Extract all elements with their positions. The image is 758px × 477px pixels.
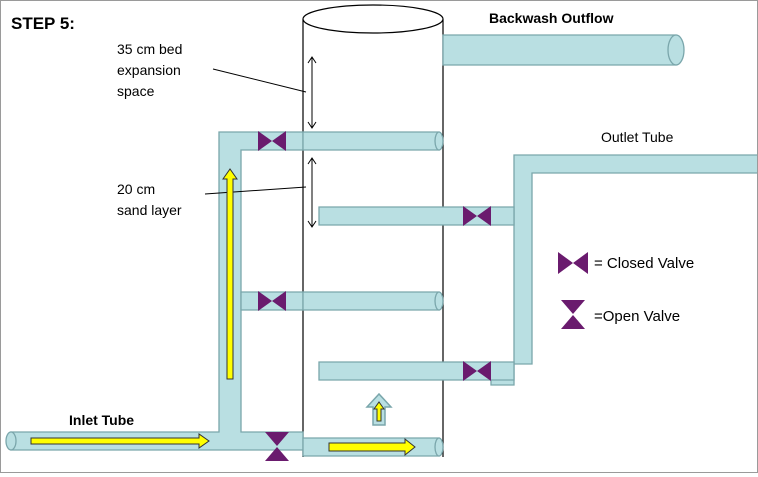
step-title: STEP 5: — [11, 14, 75, 33]
closed-valve-top-left — [258, 131, 286, 151]
dimension-markers — [204, 56, 317, 228]
column-top-rim — [302, 4, 444, 34]
legend-open-valve-label: =Open Valve — [594, 308, 680, 325]
backwash-outflow-pipe — [442, 34, 677, 66]
column-branch-top — [302, 131, 440, 151]
closed-valve-middle-left — [258, 291, 286, 311]
valves — [258, 131, 588, 461]
upflow-arrow-inner — [373, 401, 385, 422]
bed-expansion-label-line1: 35 cm bed — [117, 41, 182, 57]
inlet-flow-arrow — [30, 433, 210, 449]
closed-valve-outlet-upper — [463, 206, 491, 226]
sand-layer-leader-line — [204, 186, 307, 195]
flow-arrows — [30, 168, 416, 457]
bed-expansion-arrow-head-bottom — [307, 121, 317, 129]
column-branch-middle — [302, 291, 440, 311]
bed-expansion-label-line3: space — [117, 83, 155, 99]
filter-column — [302, 19, 444, 457]
open-valve-bottom — [265, 432, 289, 461]
inlet-tube-label: Inlet Tube — [69, 412, 134, 428]
sand-layer-label-line2: sand layer — [117, 202, 182, 218]
bed-expansion-leader-line — [212, 68, 307, 93]
sand-layer-arrow-head-bottom — [307, 220, 317, 228]
column-branch-bottom-end — [434, 437, 444, 457]
legend-closed-valve-label: = Closed Valve — [594, 255, 694, 272]
sand-layer-label-line1: 20 cm — [117, 181, 155, 197]
backwash-outflow-label: Backwash Outflow — [489, 10, 614, 26]
bottom-flow-arrow — [328, 437, 416, 457]
outlet-tube-label: Outlet Tube — [601, 129, 674, 145]
inlet-tube-pipe — [10, 131, 304, 451]
sand-layer-arrow-head-top — [307, 157, 317, 165]
column-branch-middle-end — [434, 291, 444, 311]
bed-expansion-label-line2: expansion — [117, 62, 181, 78]
bed-expansion-arrow-head-top — [307, 56, 317, 64]
legend-closed-valve-icon — [558, 252, 588, 274]
column-branch-top-end — [434, 131, 444, 151]
backwash-pipe-end — [667, 34, 685, 66]
riser-flow-arrow — [222, 168, 238, 380]
inlet-pipe-end — [5, 431, 17, 451]
legend-open-valve-icon — [561, 300, 585, 329]
closed-valve-outlet-lower — [463, 361, 491, 381]
